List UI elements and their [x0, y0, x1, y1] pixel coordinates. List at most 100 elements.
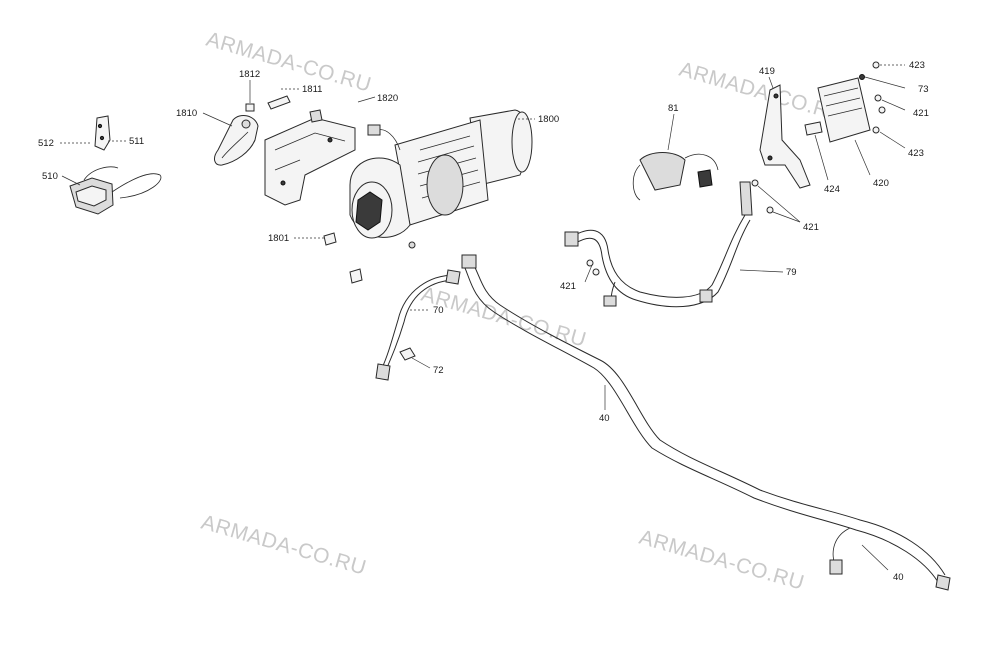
leader-79 [739, 269, 784, 273]
cable-70-upper [381, 274, 456, 369]
cable-70-terminal [375, 363, 391, 381]
label-511: 511 [129, 136, 144, 147]
watermark-5: ARMADA-CO.RU [637, 526, 807, 595]
bracket-419 [759, 84, 811, 189]
cable-79-terminal [564, 231, 579, 247]
pin-1812 [245, 103, 255, 112]
label-1820: 1820 [377, 93, 398, 104]
cable-70-terminal [445, 269, 461, 285]
winch-bolt [408, 241, 416, 249]
winch-1800 [349, 109, 533, 249]
mounting-plate-1820 [264, 109, 356, 206]
harness-40-lower [461, 261, 939, 583]
hook-detail [221, 131, 249, 159]
nut-421 [878, 106, 886, 114]
cable-70 [375, 269, 461, 381]
leader-419 [768, 76, 774, 89]
contactor-420 [817, 77, 871, 143]
bracket-hole [767, 155, 773, 161]
part-424 [804, 121, 823, 136]
bolt-72 [399, 347, 416, 361]
cable-terminal [367, 124, 381, 136]
nut-421 [874, 94, 882, 102]
harness-40-connector [935, 574, 951, 591]
label-510: 510 [42, 171, 58, 182]
bolt-72 [399, 347, 416, 361]
label-512: 512 [38, 138, 54, 149]
leader-421c [584, 264, 593, 283]
bracket-hole [773, 93, 779, 99]
cable-70-lower [385, 279, 453, 371]
label-70: 70 [433, 305, 444, 316]
harness-40 [461, 254, 951, 591]
watermark-4: ARMADA-CO.RU [199, 511, 369, 580]
label-421-right: 421 [913, 108, 929, 119]
contactor-detail [823, 87, 863, 117]
leader-424 [814, 134, 829, 181]
leader-72 [411, 357, 431, 369]
harness-40-connector [829, 559, 843, 575]
mount-plate [264, 117, 356, 206]
nut-423 [872, 61, 880, 69]
switch-face [75, 185, 107, 207]
hook-pin [241, 119, 251, 129]
clevis-pin [267, 95, 291, 110]
nut-423 [872, 126, 880, 134]
label-40-upper: 40 [599, 413, 610, 424]
cable-79-upper [569, 214, 746, 298]
label-40-lower: 40 [893, 572, 904, 583]
callout-labels: 512 511 510 1810 1812 1811 1820 1800 180… [38, 60, 929, 583]
bolt-1801 [349, 268, 363, 284]
leader-423b [879, 131, 906, 149]
nut-421 [766, 206, 774, 214]
bracket-hole [97, 123, 103, 129]
leader-421b-2 [772, 211, 801, 223]
leader-40b [861, 544, 889, 571]
label-423-top: 423 [909, 60, 925, 71]
pin-1811 [267, 95, 291, 110]
leader-1810 [202, 112, 233, 127]
winch-hook [214, 114, 259, 166]
watermark-1: ARMADA-CO.RU [204, 28, 374, 97]
motor-end-cap [511, 111, 533, 173]
nut-421 [751, 179, 759, 187]
cable-79 [564, 181, 753, 308]
leader-81 [667, 113, 675, 151]
label-419: 419 [759, 66, 775, 77]
hook-1810 [214, 103, 259, 166]
label-1812: 1812 [239, 69, 260, 80]
label-420: 420 [873, 178, 889, 189]
label-424: 424 [824, 184, 840, 195]
harness-40-connector [461, 254, 477, 269]
leader-421b [757, 185, 801, 223]
label-81: 81 [668, 103, 679, 114]
relay-connector [697, 169, 713, 188]
mount-bolt [309, 109, 323, 123]
bolt-1801 [323, 232, 337, 246]
leader-420 [854, 139, 871, 176]
bracket-hole [99, 135, 105, 141]
switch-wire [111, 173, 162, 199]
harness-40-branch [832, 527, 851, 566]
label-421-left: 421 [560, 281, 576, 292]
label-1801: 1801 [268, 233, 289, 244]
leader-lines [60, 64, 906, 571]
cable-79-clip [699, 289, 713, 303]
leader-1820 [357, 96, 376, 103]
label-79: 79 [786, 267, 797, 278]
nut-421 [592, 268, 600, 276]
relay-wire [684, 153, 719, 171]
label-73: 73 [918, 84, 929, 95]
label-1800: 1800 [538, 114, 559, 125]
label-421-middle: 421 [803, 222, 819, 233]
nut-421 [586, 259, 594, 267]
switch-wire [83, 166, 119, 181]
harness-40-upper [467, 257, 946, 576]
label-423-bottom: 423 [908, 148, 924, 159]
cable-79-terminal [603, 295, 617, 307]
winch-switch-assembly [69, 115, 162, 215]
leader-510 [61, 175, 81, 186]
nuts-421-423 [586, 61, 886, 276]
